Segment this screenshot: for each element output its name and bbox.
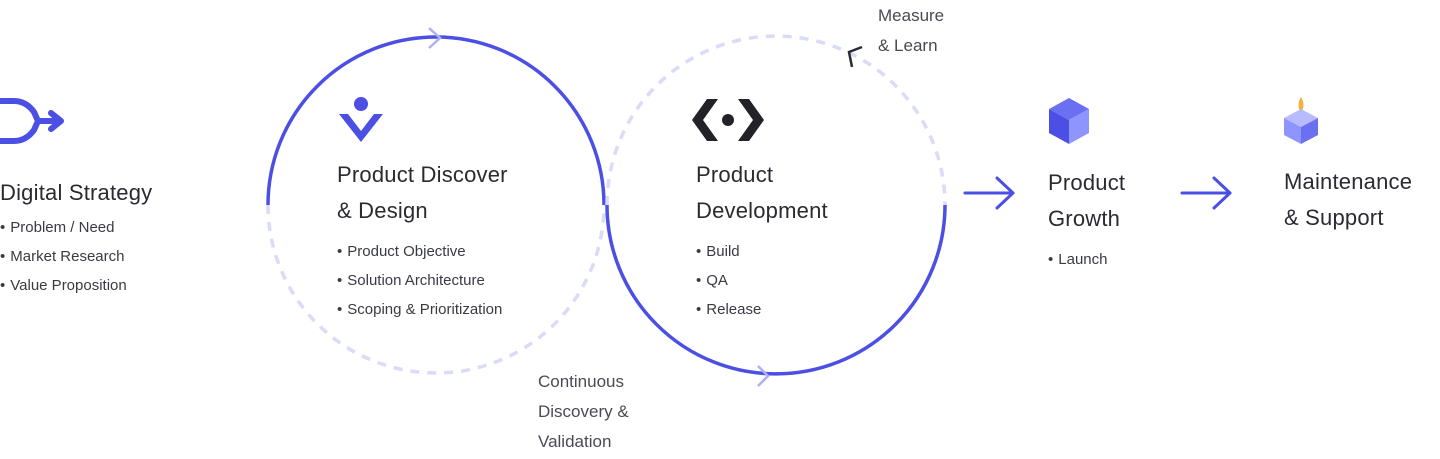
measure-learn-note: Measure & Learn	[878, 1, 944, 61]
loop-bottom-chevron-icon	[757, 365, 770, 387]
stage-bullets: Product Objective Solution Architecture …	[337, 237, 508, 324]
bullet-item: Release	[696, 295, 828, 324]
development-loop-solid-arc	[605, 204, 947, 376]
stage-product-discover: Product Discover & Design Product Object…	[337, 157, 508, 324]
stage-title-line: Product	[1048, 170, 1126, 195]
discover-loop-solid-arc	[266, 35, 606, 206]
stage-title: Product Discover & Design	[337, 157, 508, 229]
bullet-item: Product Objective	[337, 237, 508, 266]
note-line: Measure	[878, 6, 945, 25]
bullet-item: Market Research	[0, 242, 152, 271]
development-loop-dashed-arc	[605, 34, 947, 206]
discover-loop-dashed-arc	[266, 204, 606, 375]
note-line: Validation	[538, 432, 612, 451]
bullet-item: Problem / Need	[0, 213, 152, 242]
code-brackets-icon	[692, 99, 764, 141]
loop-top-chevron-icon	[428, 27, 442, 49]
stage-title-line: Digital Strategy	[0, 180, 153, 205]
stage-bullets: Build QA Release	[696, 237, 828, 324]
stage-product-growth: Product Growth Launch	[1048, 165, 1125, 274]
stage-title-line: Development	[696, 198, 828, 223]
stage-title-line: Growth	[1048, 206, 1121, 231]
cube-icon	[1049, 98, 1089, 144]
stage-title: Digital Strategy	[0, 175, 152, 211]
person-chevron-icon	[339, 97, 383, 142]
stage-title: Product Development	[696, 157, 828, 229]
note-line: Continuous	[538, 372, 625, 391]
stage-title-line: Product	[696, 162, 774, 187]
stage-title-line: & Support	[1284, 205, 1384, 230]
note-line: Discovery &	[538, 402, 629, 421]
bullet-item: Build	[696, 237, 828, 266]
bullet-item: QA	[696, 266, 828, 295]
stage-title-line: & Design	[337, 198, 428, 223]
stage-title-line: Maintenance	[1284, 169, 1413, 194]
continuous-discovery-note: Continuous Discovery & Validation	[538, 367, 629, 457]
bullet-item: Scoping & Prioritization	[337, 295, 508, 324]
cube-flame-icon	[1284, 97, 1318, 144]
arrow-to-maintenance-icon	[1180, 176, 1232, 210]
bullet-item: Launch	[1048, 245, 1125, 274]
bullet-item: Value Proposition	[0, 271, 152, 300]
bullet-item: Solution Architecture	[337, 266, 508, 295]
stage-title-line: Product Discover	[337, 162, 508, 187]
stage-maintenance: Maintenance & Support	[1284, 164, 1412, 236]
stage-bullets: Problem / Need Market Research Value Pro…	[0, 213, 152, 300]
measure-learn-chevron-icon	[847, 45, 863, 68]
merge-arrow-icon	[0, 98, 64, 144]
arrow-to-growth-icon	[963, 176, 1015, 210]
stage-digital-strategy: Digital Strategy Problem / Need Market R…	[0, 175, 152, 300]
stage-title: Maintenance & Support	[1284, 164, 1412, 236]
stage-bullets: Launch	[1048, 245, 1125, 274]
stage-product-development: Product Development Build QA Release	[696, 157, 828, 324]
note-line: & Learn	[878, 36, 938, 55]
stage-title: Product Growth	[1048, 165, 1125, 237]
